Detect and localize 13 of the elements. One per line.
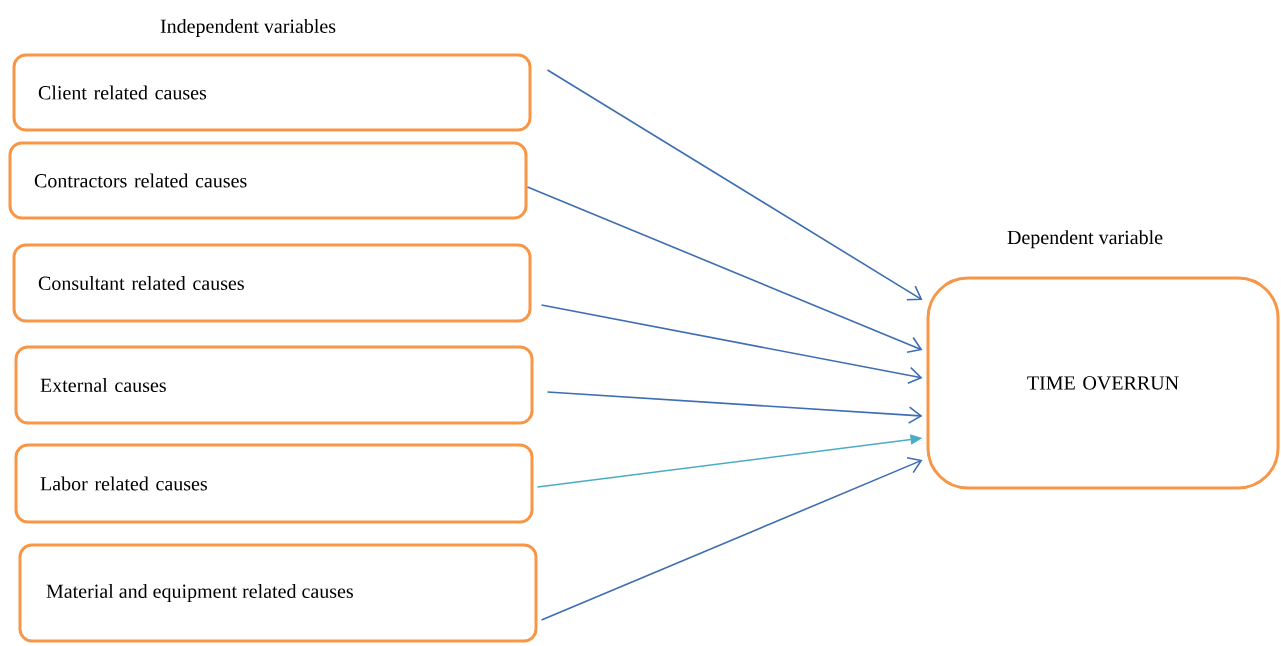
- arrow: [540, 457, 923, 621]
- cause-box: Labor related causes: [14, 443, 534, 524]
- target-box: TIME OVERRUN: [926, 276, 1280, 490]
- cause-box: Contractors related causes: [8, 141, 528, 220]
- cause-box: Material and equipment related causes: [18, 543, 538, 643]
- arrow: [546, 391, 923, 424]
- variable-heading: Dependent variable: [1007, 230, 1163, 249]
- arrow: [546, 69, 923, 301]
- arrow: [540, 304, 923, 385]
- arrow: [526, 186, 923, 354]
- cause-box: External causes: [14, 345, 534, 425]
- cause-box: Client related causes: [12, 53, 532, 132]
- cause-box: Consultant related causes: [12, 243, 532, 323]
